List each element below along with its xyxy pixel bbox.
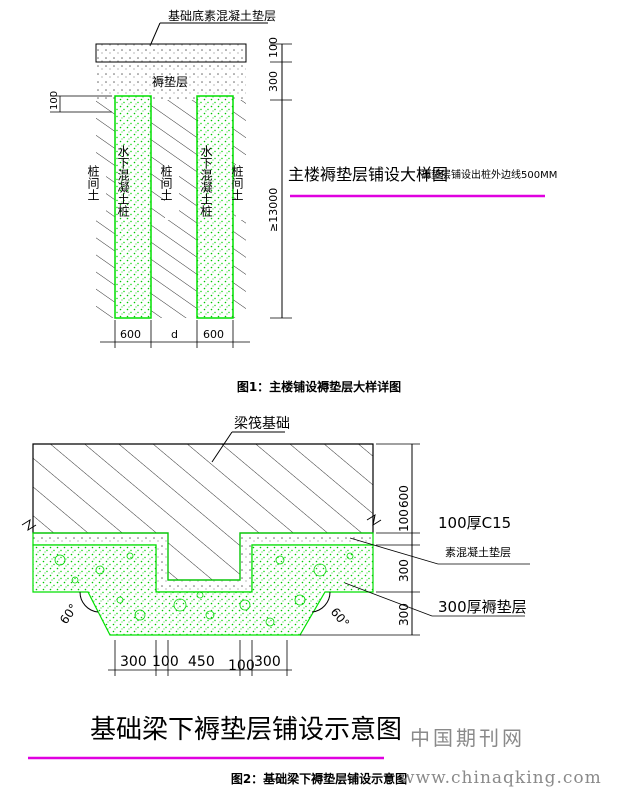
fig1-top-leader-arrow (149, 22, 161, 47)
fig1-dim-300: 300 (267, 71, 280, 92)
fig1-soil-label-left: 桩间土 (86, 164, 100, 201)
fig1-dim-100-left: 100 (49, 91, 60, 110)
watermark-cn: 中国期刊网 (410, 726, 525, 750)
fig1-concrete-layer (95, 43, 247, 63)
fig1-soil-label-mid: 桩间土 (159, 164, 173, 201)
fig2-dim-b-300-right: 300 (254, 654, 281, 670)
fig2-dim-b-100-right: 100 (228, 658, 255, 674)
fig1-cushion-layer (96, 62, 246, 100)
fig1-top-label: 基础底素混凝土垫层 (168, 8, 276, 23)
fig1-dim-600-left: 600 (120, 328, 141, 341)
fig1-note: 褥垫层铺设出桩外边线500MM (421, 168, 557, 181)
fig1-cushion-label: 褥垫层 (152, 74, 188, 89)
fig1-soil-label-left-bg (92, 160, 106, 220)
fig1-dim-100-top: 100 (267, 37, 280, 58)
fig2-leader-cushion (344, 582, 433, 617)
fig2-dim-b-100-left: 100 (152, 654, 179, 670)
fig2-angle-left: 60° (57, 601, 81, 626)
fig2-title: 基础梁下褥垫层铺设示意图 (90, 715, 402, 745)
fig2-label-c15: 100厚C15 (438, 514, 511, 532)
fig2-caption: 图2：基础梁下褥垫层铺设示意图 (230, 772, 408, 786)
fig2-dim-b-450: 450 (188, 654, 215, 670)
fig2-dim-300-a: 300 (397, 559, 411, 582)
figure1: 基础底素混凝土垫层 褥垫层 水下混凝土桩 水下混凝土桩 桩间土 桩间土 桩间土 … (49, 8, 557, 348)
fig2-label-cushion: 300厚褥垫层 (438, 598, 527, 616)
fig2-aggregate-circles (54, 552, 354, 627)
fig1-title: 主楼褥垫层铺设大样图 (288, 165, 448, 184)
fig1-dim-600-right: 600 (203, 328, 224, 341)
fig2-dim-300-b: 300 (397, 603, 411, 626)
fig2-angle-right: 60° (328, 605, 352, 630)
fig1-pile-label-right: 水下混凝土桩 (199, 145, 213, 217)
watermark-url: www.chinaqking.com (400, 768, 602, 788)
fig2-angle-arc-right (311, 591, 331, 613)
fig2-dim-b-300-left: 300 (120, 654, 147, 670)
fig1-soil-label-right: 桩间土 (230, 164, 244, 201)
fig1-caption: 图1：主楼铺设褥垫层大样详图 (236, 380, 402, 394)
fig1-pile-label-left: 水下混凝土桩 (116, 145, 130, 217)
fig2-angle-arc-left (79, 591, 99, 613)
fig2-dim-600: 600 (397, 485, 411, 508)
figure2: 梁筏基础 60° 60° 600 100 (21, 415, 530, 760)
fig2-raft-label: 梁筏基础 (234, 415, 290, 432)
fig2-leader-concrete (349, 537, 439, 565)
fig2-label-concrete: 素混凝土垫层 (445, 545, 511, 559)
fig1-dim-3000: ≥13000 (267, 188, 280, 232)
fig1-dim-d: d (171, 328, 178, 341)
fig2-dim-100: 100 (397, 509, 411, 532)
